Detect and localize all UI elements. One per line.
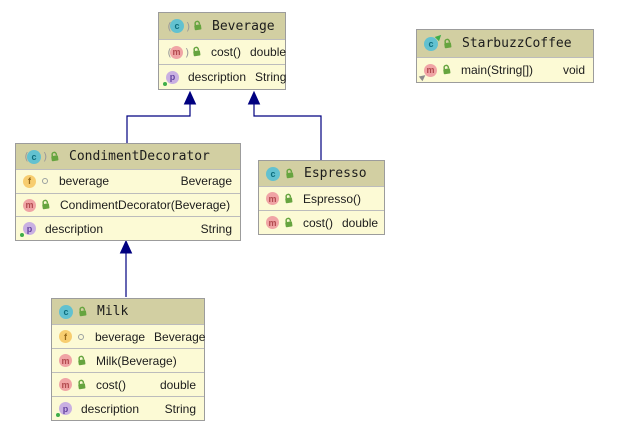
class-name: Milk (97, 304, 129, 319)
public-dot-icon (56, 413, 60, 417)
abstract-marker: ( (166, 46, 173, 59)
member-row[interactable]: m Espresso() (259, 186, 384, 210)
class-header-beverage[interactable]: ( c ) Beverage (159, 13, 285, 39)
class-node-condimentdecorator[interactable]: ( c ) CondimentDecorator f beverage Beve… (15, 143, 241, 241)
public-lock-icon (78, 379, 86, 389)
class-name: StarbuzzCoffee (462, 36, 572, 51)
member-name: Espresso() (303, 191, 362, 206)
public-dot-icon (20, 233, 24, 238)
public-lock-icon (286, 168, 294, 178)
public-lock-icon (443, 64, 451, 75)
member-name: description (45, 221, 104, 236)
member-type: String (200, 221, 232, 236)
class-name: CondimentDecorator (69, 149, 210, 164)
public-lock-icon (79, 306, 87, 316)
member-row[interactable]: p description String (52, 396, 204, 420)
public-lock-icon (78, 355, 86, 365)
public-lock-icon (42, 199, 50, 210)
class-icon: c (170, 19, 184, 33)
member-row[interactable]: m cost() double (52, 372, 204, 396)
class-header-espresso[interactable]: c Espresso (259, 161, 384, 186)
public-lock-icon (444, 38, 452, 48)
method-icon: m (23, 198, 36, 212)
public-lock-icon (193, 46, 201, 57)
member-name: cost() (96, 377, 126, 392)
member-name: main(String[]) (461, 63, 534, 77)
class-node-beverage[interactable]: ( c ) Beverage ( m ) cost() double p des… (158, 12, 286, 90)
member-row[interactable]: p description String (159, 64, 287, 89)
abstract-marker: ( (23, 150, 30, 163)
member-name: description (188, 70, 247, 84)
member-name: description (81, 401, 140, 416)
member-row[interactable]: f beverage Beverage (52, 324, 206, 348)
member-row[interactable]: f beverage Beverage (16, 169, 240, 193)
class-header-condimentdecorator[interactable]: ( c ) CondimentDecorator (16, 144, 240, 169)
public-dot-icon (163, 81, 167, 86)
member-name: beverage (95, 329, 146, 344)
member-type: double (250, 45, 287, 59)
abstract-marker: ) (185, 19, 192, 33)
abstract-marker: ) (184, 45, 191, 59)
member-row[interactable]: p description String (16, 216, 240, 241)
method-icon: m (170, 45, 183, 59)
property-icon: p (20, 222, 36, 238)
method-icon: m (418, 63, 437, 81)
class-header-starbuzzcoffee[interactable]: c StarbuzzCoffee (417, 30, 593, 57)
property-icon: p (163, 70, 179, 86)
inheritance-arrow-condimentdecorator-beverage[interactable] (126, 90, 197, 143)
member-row[interactable]: ( m ) cost() double (159, 39, 287, 64)
field-icon: f (23, 174, 36, 188)
member-name: CondimentDecorator(Beverage) (60, 198, 231, 212)
class-icon: c (424, 32, 444, 51)
property-icon: p (56, 402, 72, 417)
abstract-marker: ( (166, 20, 173, 33)
class-node-espresso[interactable]: c Espresso m Espresso() m cost() double (258, 160, 385, 235)
package-private-icon (42, 178, 48, 185)
member-type: String (164, 401, 196, 416)
member-name: cost() (211, 45, 241, 59)
member-name: cost() (303, 215, 333, 230)
method-icon: m (266, 216, 279, 229)
member-type: Beverage (154, 329, 206, 344)
inheritance-arrow-espresso-beverage[interactable] (247, 90, 322, 160)
method-icon: m (59, 354, 72, 367)
member-type: double (159, 377, 196, 392)
member-type: Beverage (180, 174, 232, 189)
abstract-marker: ) (42, 150, 49, 163)
member-name: beverage (59, 174, 110, 189)
member-row[interactable]: m CondimentDecorator(Beverage) (16, 192, 240, 217)
public-lock-icon (51, 151, 59, 161)
class-icon: c (59, 304, 73, 319)
class-icon: c (27, 149, 41, 164)
member-type: String (255, 70, 287, 84)
field-icon: f (59, 330, 72, 343)
class-icon: c (266, 166, 280, 181)
method-icon: m (59, 378, 72, 391)
member-row[interactable]: m cost() double (259, 210, 384, 234)
inheritance-arrow-milk-condimentdecorator[interactable] (119, 239, 133, 297)
member-type: void (562, 63, 585, 77)
member-name: Milk(Beverage) (96, 353, 177, 368)
member-type: double (342, 215, 379, 230)
class-name: Espresso (304, 166, 367, 181)
public-lock-icon (194, 20, 202, 31)
package-private-icon (78, 333, 84, 340)
member-row[interactable]: m Milk(Beverage) (52, 348, 204, 372)
class-header-milk[interactable]: c Milk (52, 299, 204, 324)
public-lock-icon (285, 193, 293, 203)
member-row[interactable]: m main(String[]) void (417, 57, 593, 82)
class-node-starbuzzcoffee[interactable]: c StarbuzzCoffee m main(String[]) void (416, 29, 594, 83)
class-node-milk[interactable]: c Milk f beverage Beverage m Milk(Bevera… (51, 298, 205, 421)
class-name: Beverage (212, 18, 275, 34)
public-lock-icon (285, 217, 293, 227)
method-icon: m (266, 192, 279, 205)
